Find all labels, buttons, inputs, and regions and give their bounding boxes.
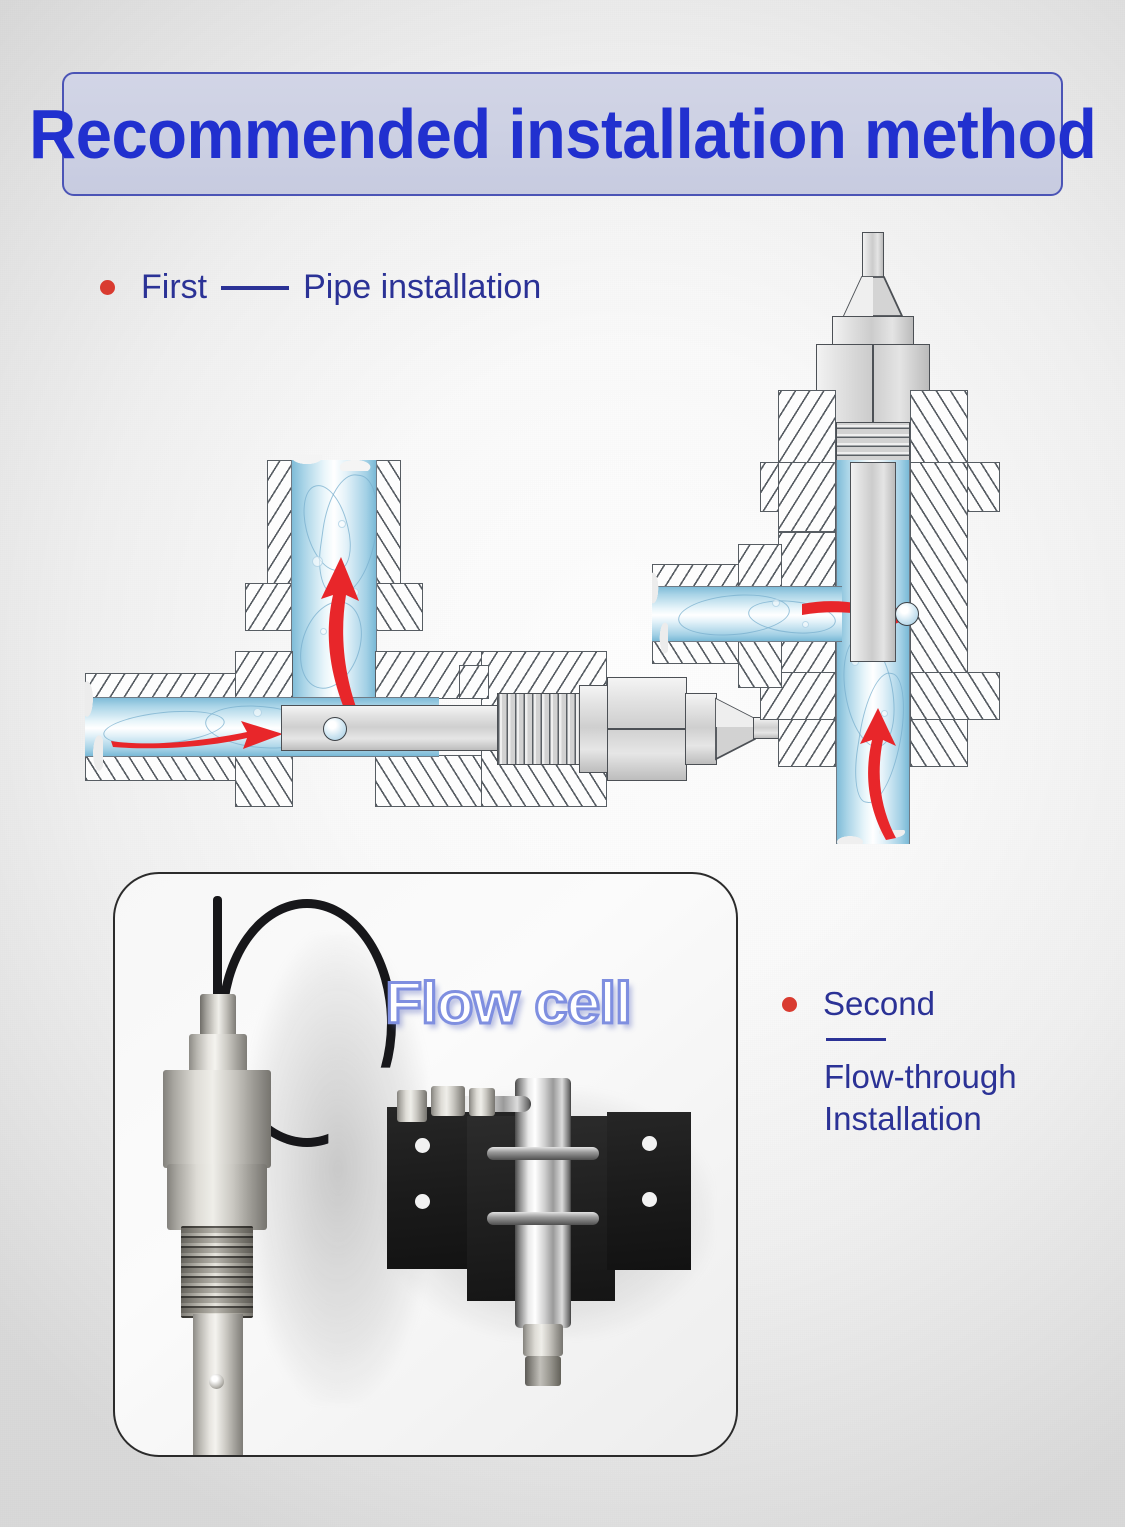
- diagram-vertical-pipe-installation: [652, 232, 1030, 844]
- v-probe-pin: [862, 232, 884, 278]
- probe-hex-edge-line: [607, 728, 687, 730]
- bullet-icon: [100, 280, 115, 295]
- v-bottom-flange-right: [910, 672, 1000, 720]
- riser-collar-left: [245, 583, 293, 631]
- probe-thread: [497, 693, 581, 765]
- flow-cell-inlet-nut-a: [431, 1086, 465, 1116]
- flow-cell-outlet-nut-upper: [523, 1324, 563, 1356]
- clamp-ring-lower: [487, 1212, 599, 1225]
- v-inlet-flange-top: [738, 544, 782, 588]
- probe-barrel-hole: [209, 1374, 224, 1389]
- v-probe-thread: [836, 422, 910, 466]
- v-body-wall-left-top: [778, 390, 836, 466]
- pipe-wall-bottom-left: [85, 755, 253, 781]
- flow-cell-panel: [113, 872, 738, 1457]
- section-first-label: First: [141, 268, 208, 306]
- section-second-detail: Flow-through Installation: [824, 1056, 1074, 1140]
- probe-collar: [579, 685, 609, 773]
- probe-hex-nut-lower: [167, 1164, 267, 1230]
- probe-hex-nut-upper: [163, 1070, 271, 1168]
- probe-sensor-hole: [323, 717, 347, 741]
- flow-cell-outlet-nut-lower: [525, 1356, 561, 1386]
- v-inlet-flange-bottom: [738, 640, 782, 688]
- v-flow-arrow-riser: [860, 708, 896, 840]
- probe-port-top-step: [459, 665, 489, 699]
- v-inlet-break-left: [652, 564, 668, 664]
- bracket-hole-top-right: [642, 1136, 657, 1151]
- section-second-label: Second: [823, 985, 935, 1022]
- section-heading-second: Second: [782, 985, 935, 1023]
- bracket-hole-bottom-left: [415, 1194, 430, 1209]
- v-probe-collar: [832, 316, 914, 346]
- pipe-wall-top-left: [85, 673, 253, 699]
- section-second-detail-line2: Installation: [824, 1100, 982, 1138]
- v-probe-shaft: [850, 462, 896, 662]
- bracket-hole-top-left: [415, 1138, 430, 1153]
- bullet-icon: [782, 996, 797, 1012]
- em-dash-separator: [221, 285, 290, 290]
- section-second-detail-line1: Flow-through: [824, 1058, 1017, 1095]
- pipe-flange-left-top: [235, 651, 293, 699]
- section-second-underline: [826, 1038, 886, 1041]
- pipe-break-line-left: [85, 673, 103, 781]
- flow-arrow-horizontal: [111, 721, 283, 749]
- diagram-pipe-tee-installation: [85, 455, 797, 825]
- probe-rear-collar: [685, 693, 717, 765]
- v-body-wall-left-mid: [778, 462, 836, 532]
- section-first-detail: Pipe installation: [303, 268, 542, 306]
- probe-upper-collar: [189, 1034, 247, 1076]
- v-probe-taper: [842, 276, 904, 317]
- probe-cable-tail: [213, 896, 222, 1026]
- section-heading-first: First Pipe installation: [100, 268, 541, 307]
- probe-threaded-section: [181, 1226, 253, 1318]
- page-title: Recommended installation method: [28, 95, 1097, 173]
- page-title-box: Recommended installation method: [29, 72, 1097, 196]
- v-body-wall-right-top: [910, 390, 968, 466]
- riser-break-line: [291, 455, 377, 471]
- flow-cell-tube: [515, 1078, 571, 1328]
- clamp-ring-upper: [487, 1147, 599, 1160]
- flow-cell-caption: Flow cell: [384, 970, 634, 1038]
- v-probe-sensor-hole: [895, 602, 919, 626]
- v-probe-hex-edge-line: [872, 344, 874, 424]
- tee-body-bottom-right: [375, 755, 487, 807]
- v-inlet-water: [652, 586, 842, 642]
- probe-taper: [715, 697, 756, 761]
- flow-arrow-riser: [321, 557, 363, 729]
- bracket-hole-bottom-right: [642, 1192, 657, 1207]
- pipe-flange-left-bottom: [235, 755, 293, 807]
- flow-cell-inlet-nut-b: [397, 1090, 427, 1122]
- flow-cell-inlet-nut-c: [469, 1088, 495, 1116]
- v-body-wall-left-low: [778, 532, 836, 767]
